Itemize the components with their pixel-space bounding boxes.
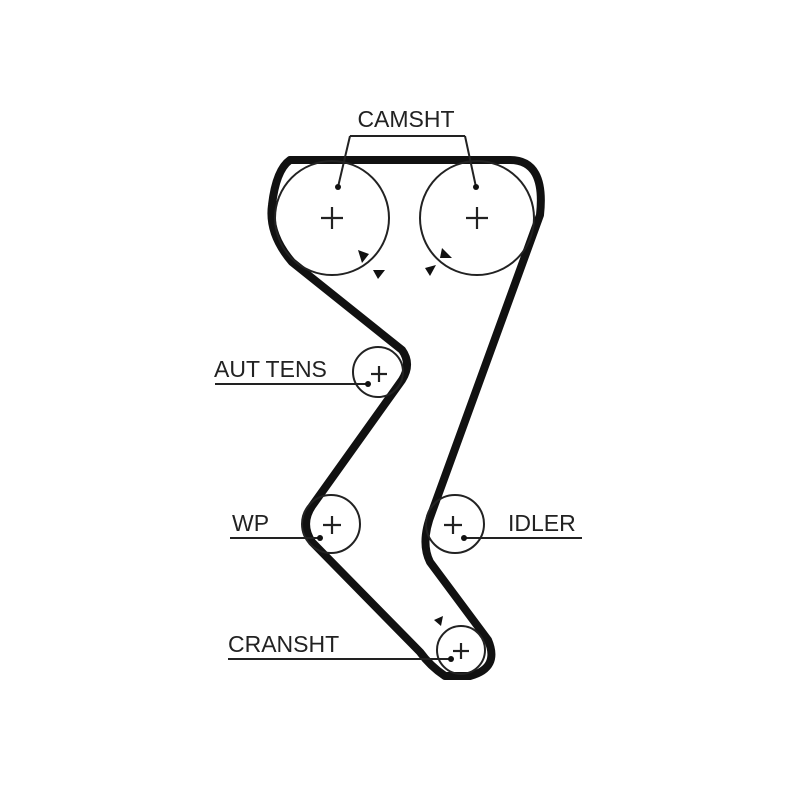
camshaft-pulley-right (419, 160, 535, 276)
water-pump-pulley (301, 494, 361, 554)
plus-icon (321, 207, 343, 229)
plus-icon (323, 516, 341, 534)
water-pump-leader-line (230, 535, 323, 541)
crankshaft-leader-line (228, 656, 454, 662)
camshaft-leader-lines (335, 135, 479, 190)
crankshaft-pulley (434, 616, 486, 675)
water-pump-label: WP (232, 510, 269, 536)
plus-icon (444, 516, 462, 534)
plus-icon (466, 207, 488, 229)
tensioner-pulley (352, 346, 404, 398)
crankshaft-label: CRANSHT (228, 631, 339, 657)
camshaft-pulley-left (274, 160, 390, 279)
triangle-arrow-icon (425, 248, 452, 276)
idler-leader-line (461, 535, 582, 541)
timing-belt (267, 156, 545, 680)
triangle-arrow-icon (358, 250, 385, 279)
tensioner-leader-line (215, 381, 371, 387)
tensioner-label: AUT TENS (214, 356, 327, 382)
camshaft-label: CAMSHT (357, 106, 454, 132)
plus-icon (371, 366, 387, 382)
plus-icon (453, 643, 469, 659)
idler-pulley (425, 494, 485, 554)
idler-label: IDLER (508, 510, 576, 536)
triangle-arrow-icon (434, 616, 443, 626)
